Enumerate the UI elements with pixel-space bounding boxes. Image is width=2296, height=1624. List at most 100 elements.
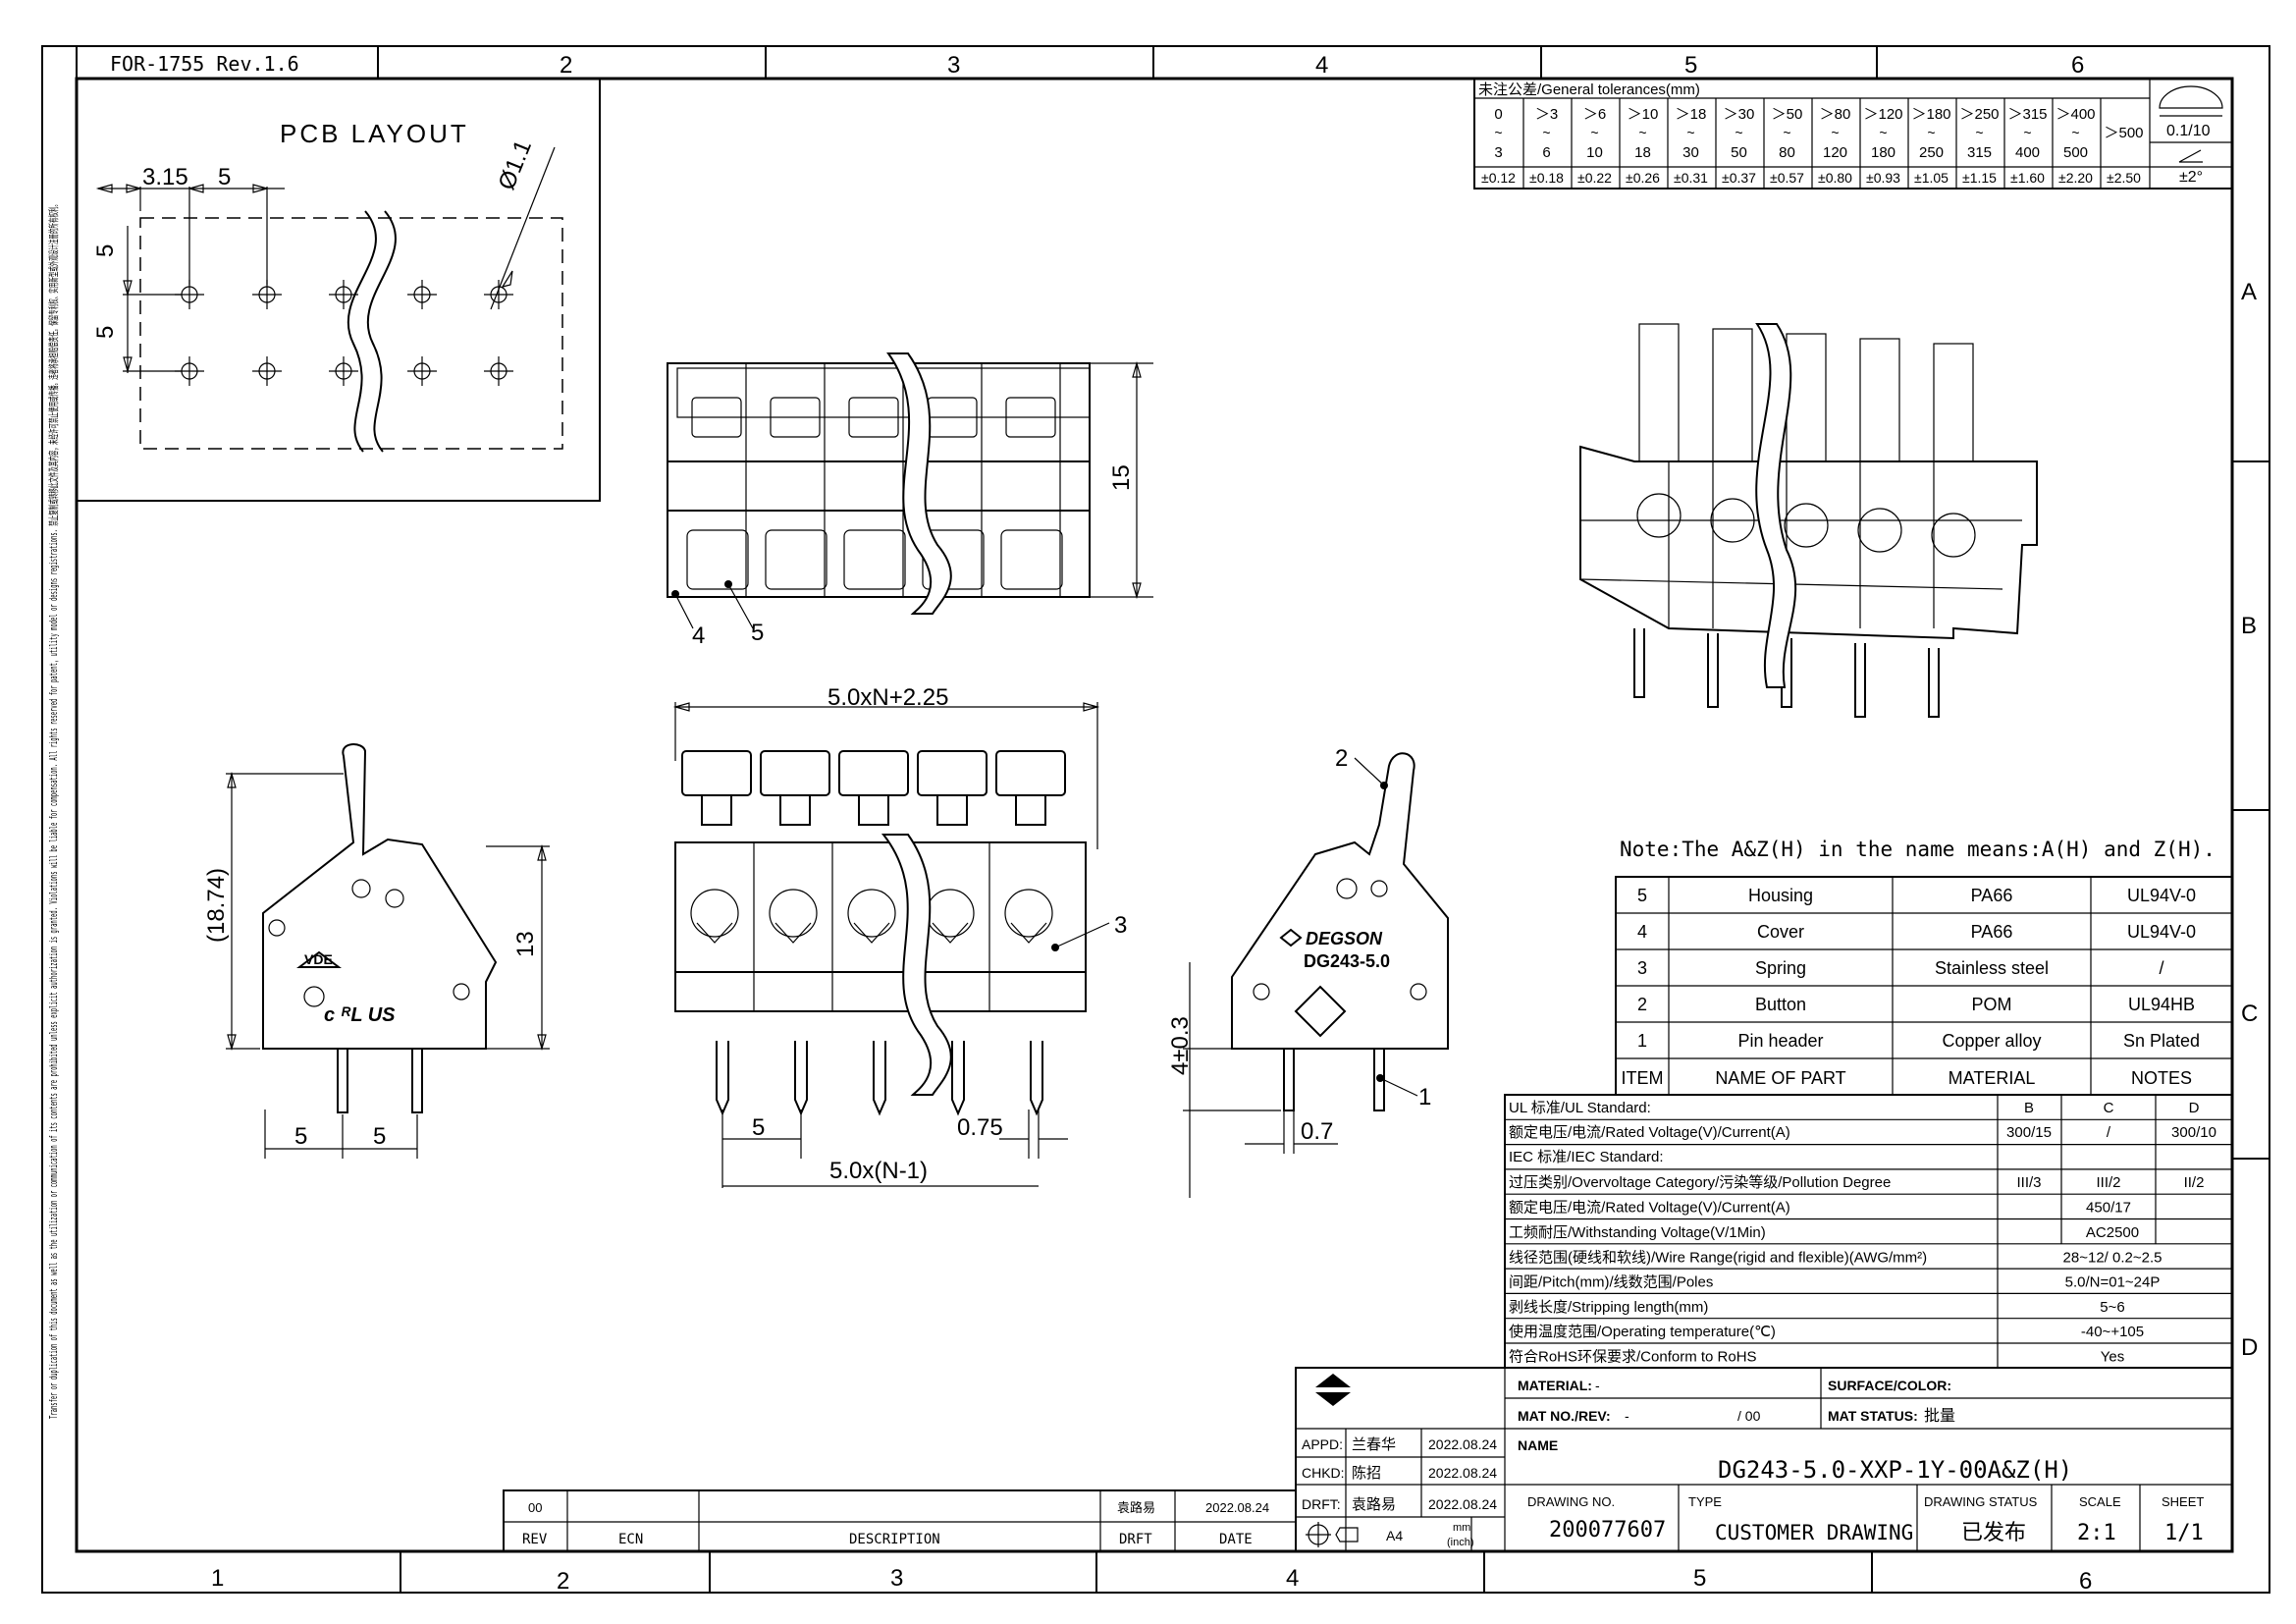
left-side-view: VDE c ᴿL US (18.74) 13 5 5 — [203, 743, 550, 1159]
drawing-no-label: DRAWING NO. — [1527, 1494, 1615, 1509]
callout-1: 1 — [1418, 1084, 1431, 1110]
bom-header-1: NAME OF PART — [1715, 1068, 1845, 1088]
left-dim-pin-b: 5 — [373, 1123, 386, 1150]
ul-rated-2: 300/10 — [2171, 1124, 2216, 1141]
material-label: MATERIAL: — [1518, 1378, 1592, 1393]
mat-no-label: MAT NO./REV: — [1518, 1408, 1611, 1424]
mark-vde: VDE — [304, 951, 333, 967]
type-value: CUSTOMER DRAWING — [1715, 1521, 1913, 1544]
angle-tolerance: ±2° — [2179, 169, 2203, 186]
tol-tilde-5: ~ — [1735, 125, 1742, 140]
tol-tilde-9: ~ — [1927, 125, 1935, 140]
mat-no-value: - — [1625, 1408, 1629, 1424]
pcb-dim-row-5b: 5 — [92, 326, 119, 339]
iec-row-0-value-2: II/2 — [2184, 1174, 2205, 1191]
zone-side-d: D — [2241, 1334, 2258, 1361]
tol-to-2: 10 — [1586, 144, 1603, 161]
zone-bottom-2: 2 — [557, 1568, 569, 1595]
spec-row-value-3: 5~6 — [2100, 1299, 2124, 1316]
part-name: DG243-5.0-XXP-1Y-00A&Z(H) — [1718, 1456, 2072, 1484]
bom-cell-0-1: Housing — [1748, 886, 1813, 905]
mat-rev-value: / 00 — [1737, 1408, 1761, 1424]
tol-to-4: 30 — [1682, 144, 1699, 161]
bom-cell-2-1: Spring — [1755, 958, 1806, 978]
zone-top-6: 6 — [2071, 52, 2084, 79]
tol-to-0: 3 — [1494, 144, 1502, 161]
tol-from-3: ＞10 — [1628, 106, 1659, 123]
zone-side-a: A — [2241, 279, 2257, 305]
spec-row-value-0: AC2500 — [2086, 1224, 2139, 1241]
tol-to-10: 315 — [1967, 144, 1992, 161]
bom-cell-3-1: Button — [1755, 995, 1806, 1014]
zone-side-b: B — [2241, 613, 2257, 639]
tol-tilde-1: ~ — [1542, 125, 1550, 140]
tol-from-0: 0 — [1494, 106, 1502, 123]
zone-top-4: 4 — [1315, 52, 1328, 79]
iec-row-label-0: 过压类别/Overvoltage Category/污染等级/Pollution… — [1509, 1173, 1891, 1191]
iec-row-1-value-1: 450/17 — [2086, 1199, 2131, 1216]
unit-inch: (inch) — [1447, 1537, 1474, 1548]
bom-cell-2-3: / — [2159, 958, 2163, 978]
pcb-dim-3-15: 3.15 — [142, 164, 188, 190]
bom-header-3: NOTES — [2131, 1068, 2192, 1088]
rev-row-drft: 袁路易 — [1117, 1500, 1155, 1515]
sheet-label: SHEET — [2162, 1494, 2204, 1509]
front-dim-pitch: 5 — [752, 1114, 765, 1141]
ul-rated-0: 300/15 — [2006, 1124, 2052, 1141]
front-view: 5.0xN+2.25 3 5 0.75 5.0x(N-1) — [672, 684, 1127, 1188]
legal-notice: Transfer or duplication of this document… — [47, 201, 60, 1419]
rev-head-ecn: ECN — [618, 1532, 643, 1547]
front-dim-pin: 0.75 — [957, 1114, 1003, 1141]
title-block: MATERIAL: - SURFACE/COLOR: MAT NO./REV: … — [1295, 1367, 2233, 1552]
tol-tilde-3: ~ — [1638, 125, 1646, 140]
ul-rated-1: / — [2107, 1124, 2111, 1141]
scale-value: 2:1 — [2077, 1521, 2116, 1545]
tolerance-title: 未注公差/General tolerances(mm) — [1478, 81, 1700, 98]
tol-to-1: 6 — [1542, 144, 1550, 161]
iec-standard-title: IEC 标准/IEC Standard: — [1509, 1149, 1664, 1165]
bom-cell-3-2: POM — [1971, 995, 2011, 1014]
tol-to-7: 120 — [1823, 144, 1847, 161]
tol-to-11: 400 — [2015, 144, 2040, 161]
chkd-label: CHKD: — [1302, 1465, 1345, 1481]
left-dim-body: 13 — [512, 931, 539, 957]
tol-tilde-8: ~ — [1879, 125, 1887, 140]
drft-name: 袁路易 — [1352, 1496, 1396, 1513]
mark-ul: c ᴿL US — [324, 1004, 396, 1026]
bom-cell-2-2: Stainless steel — [1935, 958, 2049, 978]
tol-tilde-2: ~ — [1590, 125, 1598, 140]
tol-value-5: ±0.37 — [1722, 170, 1756, 186]
ul-standard-title: UL 标准/UL Standard: — [1509, 1100, 1651, 1116]
tol-tilde-0: ~ — [1494, 125, 1502, 140]
zone-bottom-4: 4 — [1286, 1565, 1299, 1592]
material-value: - — [1595, 1378, 1600, 1393]
zone-bottom-5: 5 — [1693, 1565, 1706, 1592]
ul-col-2: D — [2189, 1100, 2200, 1116]
appd-label: APPD: — [1302, 1436, 1343, 1452]
spec-row-label-4: 使用温度范围/Operating temperature(℃) — [1509, 1324, 1776, 1340]
tol-tilde-10: ~ — [1975, 125, 1983, 140]
tol-from-6: ＞50 — [1772, 106, 1803, 123]
rev-head-drft: DRFT — [1119, 1532, 1152, 1547]
chkd-name: 陈招 — [1352, 1464, 1381, 1482]
tol-to-13: ＞500 — [2104, 125, 2143, 141]
bom-cell-3-0: 2 — [1637, 995, 1647, 1014]
unit-mm: mm — [1453, 1522, 1470, 1534]
tol-value-11: ±1.60 — [2010, 170, 2045, 186]
mat-status-label: MAT STATUS: — [1828, 1408, 1918, 1424]
tol-to-3: 18 — [1634, 144, 1651, 161]
rev-head-rev: REV — [522, 1532, 548, 1547]
zone-bottom-3: 3 — [890, 1565, 903, 1592]
zone-side-c: C — [2241, 1001, 2258, 1027]
outer-border — [41, 45, 2270, 1594]
drawing-status-label: DRAWING STATUS — [1924, 1494, 2038, 1509]
bom-cell-4-1: Pin header — [1737, 1031, 1823, 1051]
tol-from-2: ＞6 — [1583, 106, 1606, 123]
tol-value-3: ±0.26 — [1626, 170, 1660, 186]
tol-to-8: 180 — [1871, 144, 1896, 161]
iec-row-0-value-0: III/3 — [2016, 1174, 2041, 1191]
right-dim-pin-width: 0.7 — [1301, 1118, 1333, 1145]
right-side-view: DEGSON DG243-5.0 1 2 4±0.3 0.7 — [1167, 745, 1449, 1198]
tol-value-10: ±1.15 — [1962, 170, 1997, 186]
